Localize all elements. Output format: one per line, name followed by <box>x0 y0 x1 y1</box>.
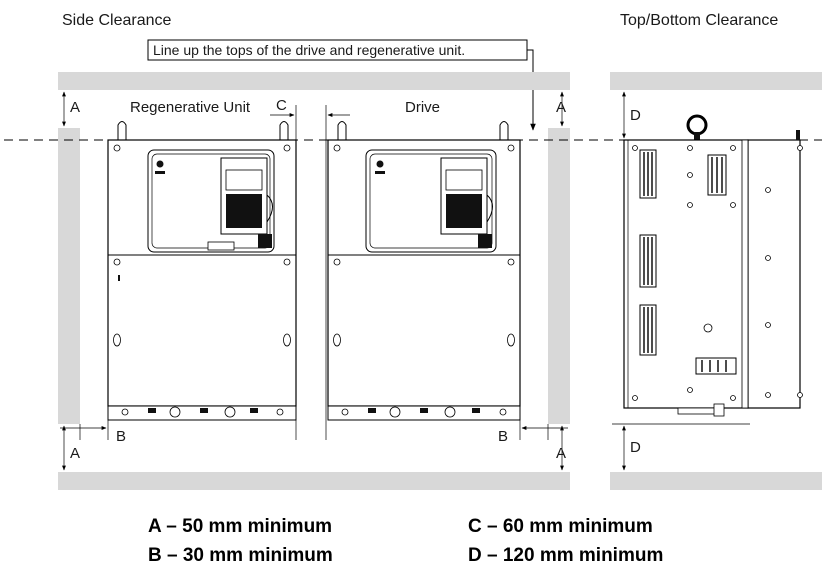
label-a-right-top: A <box>556 99 566 116</box>
legend-a: A – 50 mm minimum <box>148 516 332 537</box>
tb-top-wall <box>610 72 822 90</box>
side-right-wall <box>548 128 570 424</box>
label-d-top: D <box>630 107 641 124</box>
top-bottom-clearance-title: Top/Bottom Clearance <box>620 12 778 29</box>
label-b-right: B <box>498 428 508 445</box>
label-a-left-bottom: A <box>70 445 80 462</box>
side-bottom-wall <box>58 472 570 490</box>
legend-d: D – 120 mm minimum <box>468 545 663 566</box>
label-regenerative-unit: Regenerative Unit <box>130 99 251 116</box>
regenerative-unit-drawing <box>107 121 297 421</box>
side-clearance-title: Side Clearance <box>62 12 172 29</box>
side-view-drawing <box>623 114 803 417</box>
side-top-wall <box>58 72 570 90</box>
legend-c: C – 60 mm minimum <box>468 516 653 537</box>
label-b-left: B <box>116 428 126 445</box>
label-drive: Drive <box>405 99 440 116</box>
legend-b: B – 30 mm minimum <box>148 545 333 566</box>
drive-drawing <box>327 121 521 421</box>
label-a-right-bottom: A <box>556 445 566 462</box>
side-left-wall <box>58 128 80 424</box>
callout-leader <box>527 49 536 131</box>
callout-text: Line up the tops of the drive and regene… <box>153 42 465 58</box>
label-d-bottom: D <box>630 439 641 456</box>
label-c: C <box>276 97 287 114</box>
tb-bottom-wall <box>610 472 822 490</box>
label-a-left-top: A <box>70 99 80 116</box>
